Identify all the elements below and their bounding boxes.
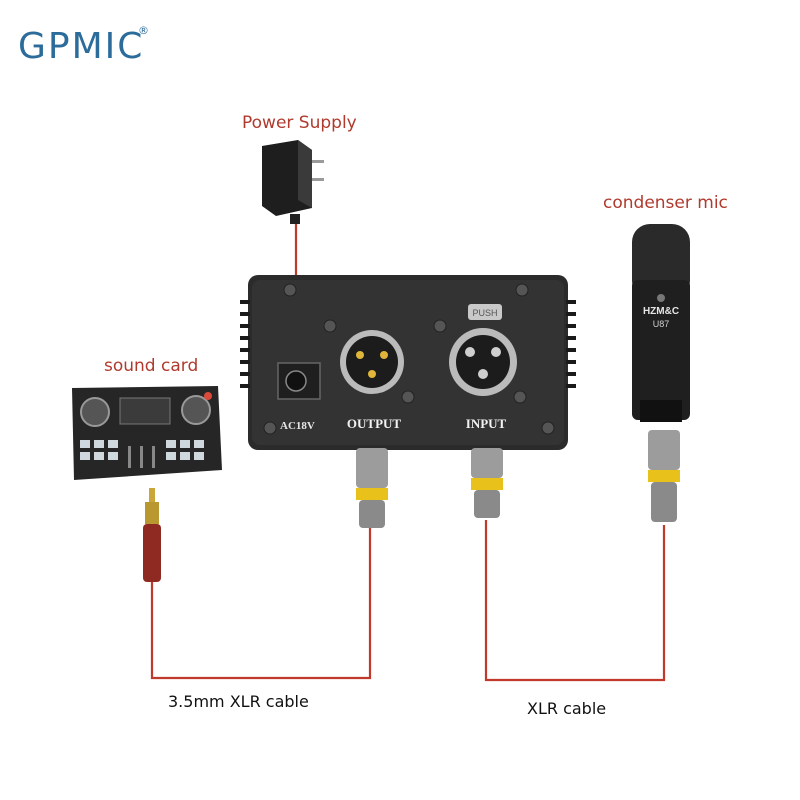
- xlr-connector-output: [356, 448, 388, 528]
- registered-mark: ®: [138, 24, 149, 37]
- label-sound-card: sound card: [104, 356, 199, 376]
- push-label: PUSH: [472, 308, 497, 318]
- label-condenser-mic: condenser mic: [603, 193, 728, 213]
- cable-xlr: [484, 520, 666, 682]
- label-power-supply: Power Supply: [242, 113, 357, 133]
- output-label: OUTPUT: [347, 416, 402, 431]
- input-label: INPUT: [466, 416, 507, 431]
- phantom-power-box: PUSH AC18V OUTPUT INPUT: [240, 275, 576, 450]
- cable-35mm-xlr: [150, 525, 372, 680]
- jack-35mm: [143, 488, 161, 582]
- voltage-label: AC18V: [280, 420, 315, 432]
- sound-card: [72, 386, 222, 480]
- label-xlr-cable: XLR cable: [527, 699, 607, 718]
- power-adapter: [262, 140, 324, 224]
- brand-logo-text: GPMIC: [18, 26, 145, 67]
- brand-logo: GPMIC: [18, 26, 144, 67]
- xlr-connector-input: [471, 448, 503, 518]
- mic-brand-label: HZM&C: [643, 306, 679, 317]
- xlr-connector-mic: [648, 430, 680, 522]
- label-35mm-xlr-cable: 3.5mm XLR cable: [168, 692, 309, 711]
- condenser-mic: HZM&C U87: [632, 224, 690, 422]
- mic-model-label: U87: [653, 319, 670, 329]
